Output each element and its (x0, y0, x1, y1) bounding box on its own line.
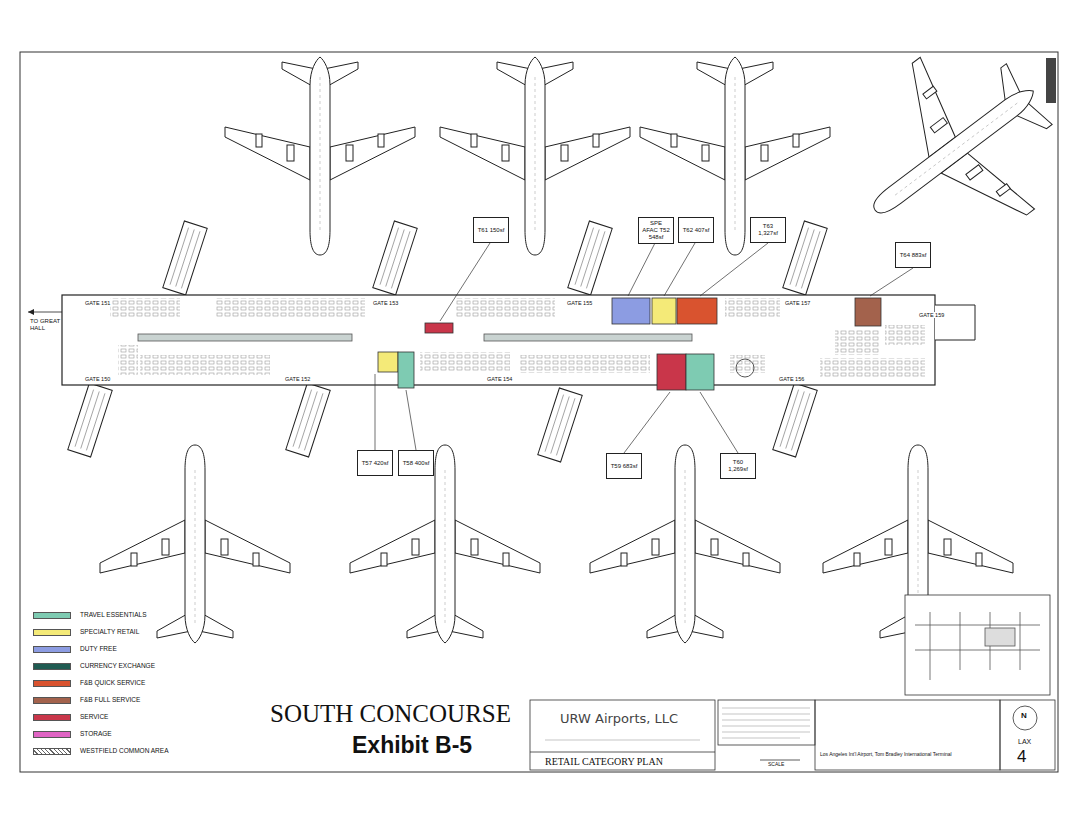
callout-text: T60 1,269sf (724, 459, 752, 473)
callout-text: T58 400sf (403, 460, 430, 467)
legend-swatch (33, 748, 71, 755)
plan-label: N (1021, 712, 1027, 721)
plan-label: RETAIL CATEGORY PLAN (545, 756, 663, 767)
callout-text: T63 1,327sf (754, 223, 782, 237)
legend-text: SERVICE (80, 713, 108, 720)
callout-box: T58 400sf (398, 450, 434, 476)
plan-label: GATE 156 (778, 376, 805, 382)
legend-text: CURRENCY EXCHANGE (80, 662, 155, 669)
legend-text: F&B FULL SERVICE (80, 696, 140, 703)
legend-text: TRAVEL ESSENTIALS (80, 611, 146, 618)
callout-box: T60 1,269sf (720, 453, 756, 479)
legend-text: SPECIALTY RETAIL (80, 628, 139, 635)
plan-label: GATE 150 (84, 376, 111, 382)
callout-box: T61 150sf (473, 217, 509, 243)
plan-label: 4 (1017, 748, 1026, 767)
plan-label: GATE 151 (84, 300, 111, 306)
plan-label: TO GREAT HALL (30, 318, 64, 331)
callout-box: T59 683sf (606, 453, 642, 479)
callout-text: SPE AFAC T52 548sf (642, 220, 670, 241)
callout-text: T59 683sf (611, 463, 638, 470)
plan-label: GATE 154 (486, 376, 513, 382)
legend-swatch (33, 629, 71, 636)
callout-text: T64 883sf (900, 252, 927, 259)
legend-text: STORAGE (80, 730, 112, 737)
plan-label: Exhibit B-5 (352, 733, 472, 758)
plan-label: GATE 152 (284, 376, 311, 382)
plan-label: LAX (1018, 738, 1031, 746)
callout-box: T62 407sf (678, 217, 714, 243)
plan-title: SOUTH CONCOURSE (270, 700, 511, 728)
callout-box: T63 1,327sf (750, 217, 786, 243)
callout-text: T62 407sf (683, 227, 710, 234)
plan-label: SCALE (768, 762, 784, 768)
plan-label: GATE 155 (566, 300, 593, 306)
plan-label: URW Airports, LLC (560, 712, 678, 726)
legend-swatch (33, 612, 71, 619)
plan-label: GATE 153 (372, 300, 399, 306)
legend-swatch (33, 680, 71, 687)
legend-swatch (33, 731, 71, 738)
plan-label: GATE 157 (784, 300, 811, 306)
plan-label: Los Angeles Int'l Airport, Tom Bradley I… (820, 752, 952, 758)
callout-text: T61 150sf (478, 227, 505, 234)
callout-box: T64 883sf (895, 242, 931, 268)
legend-swatch (33, 714, 71, 721)
callout-box: SPE AFAC T52 548sf (638, 217, 674, 244)
plan-label: GATE 159 (918, 312, 945, 318)
callout-text: T57 420sf (362, 460, 389, 467)
legend-swatch (33, 663, 71, 670)
legend-swatch (33, 697, 71, 704)
callout-box: T57 420sf (357, 450, 393, 476)
legend-swatch (33, 646, 71, 653)
legend-text: DUTY FREE (80, 645, 117, 652)
legend-text: WESTFIELD COMMON AREA (80, 747, 168, 754)
legend-text: F&B QUICK SERVICE (80, 679, 145, 686)
